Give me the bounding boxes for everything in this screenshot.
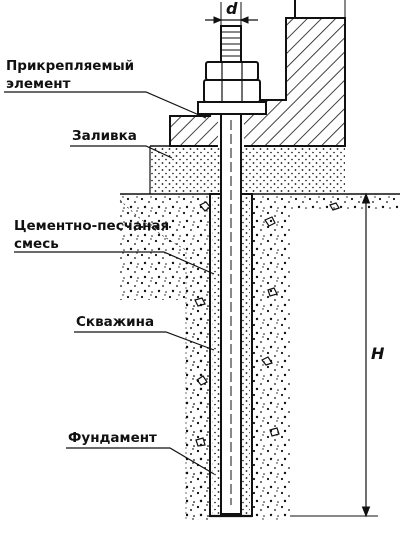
depth-dimension	[290, 192, 378, 518]
diameter-label: d	[226, 0, 238, 18]
label-borehole: Скважина	[76, 314, 155, 330]
anchor-bolt	[220, 25, 242, 515]
leader-lines	[4, 91, 215, 475]
label-attached-element-line2: элемент	[6, 76, 71, 92]
aggregate-stones	[194, 201, 340, 447]
foundation-body	[119, 193, 400, 520]
nut-stack	[197, 61, 267, 115]
grout-layer	[149, 145, 345, 194]
label-cement-sand-line2: смесь	[14, 236, 59, 252]
label-cement-sand-line1: Цементно-песчаная	[14, 218, 170, 234]
label-attached-element-line1: Прикрепляемый	[6, 58, 135, 74]
depth-label: H	[371, 344, 385, 363]
upper-structure	[294, 0, 346, 18]
label-grout: Заливка	[72, 128, 137, 144]
diameter-dimension	[205, 2, 258, 28]
bolt-thread	[221, 31, 241, 57]
label-foundation: Фундамент	[68, 430, 157, 446]
